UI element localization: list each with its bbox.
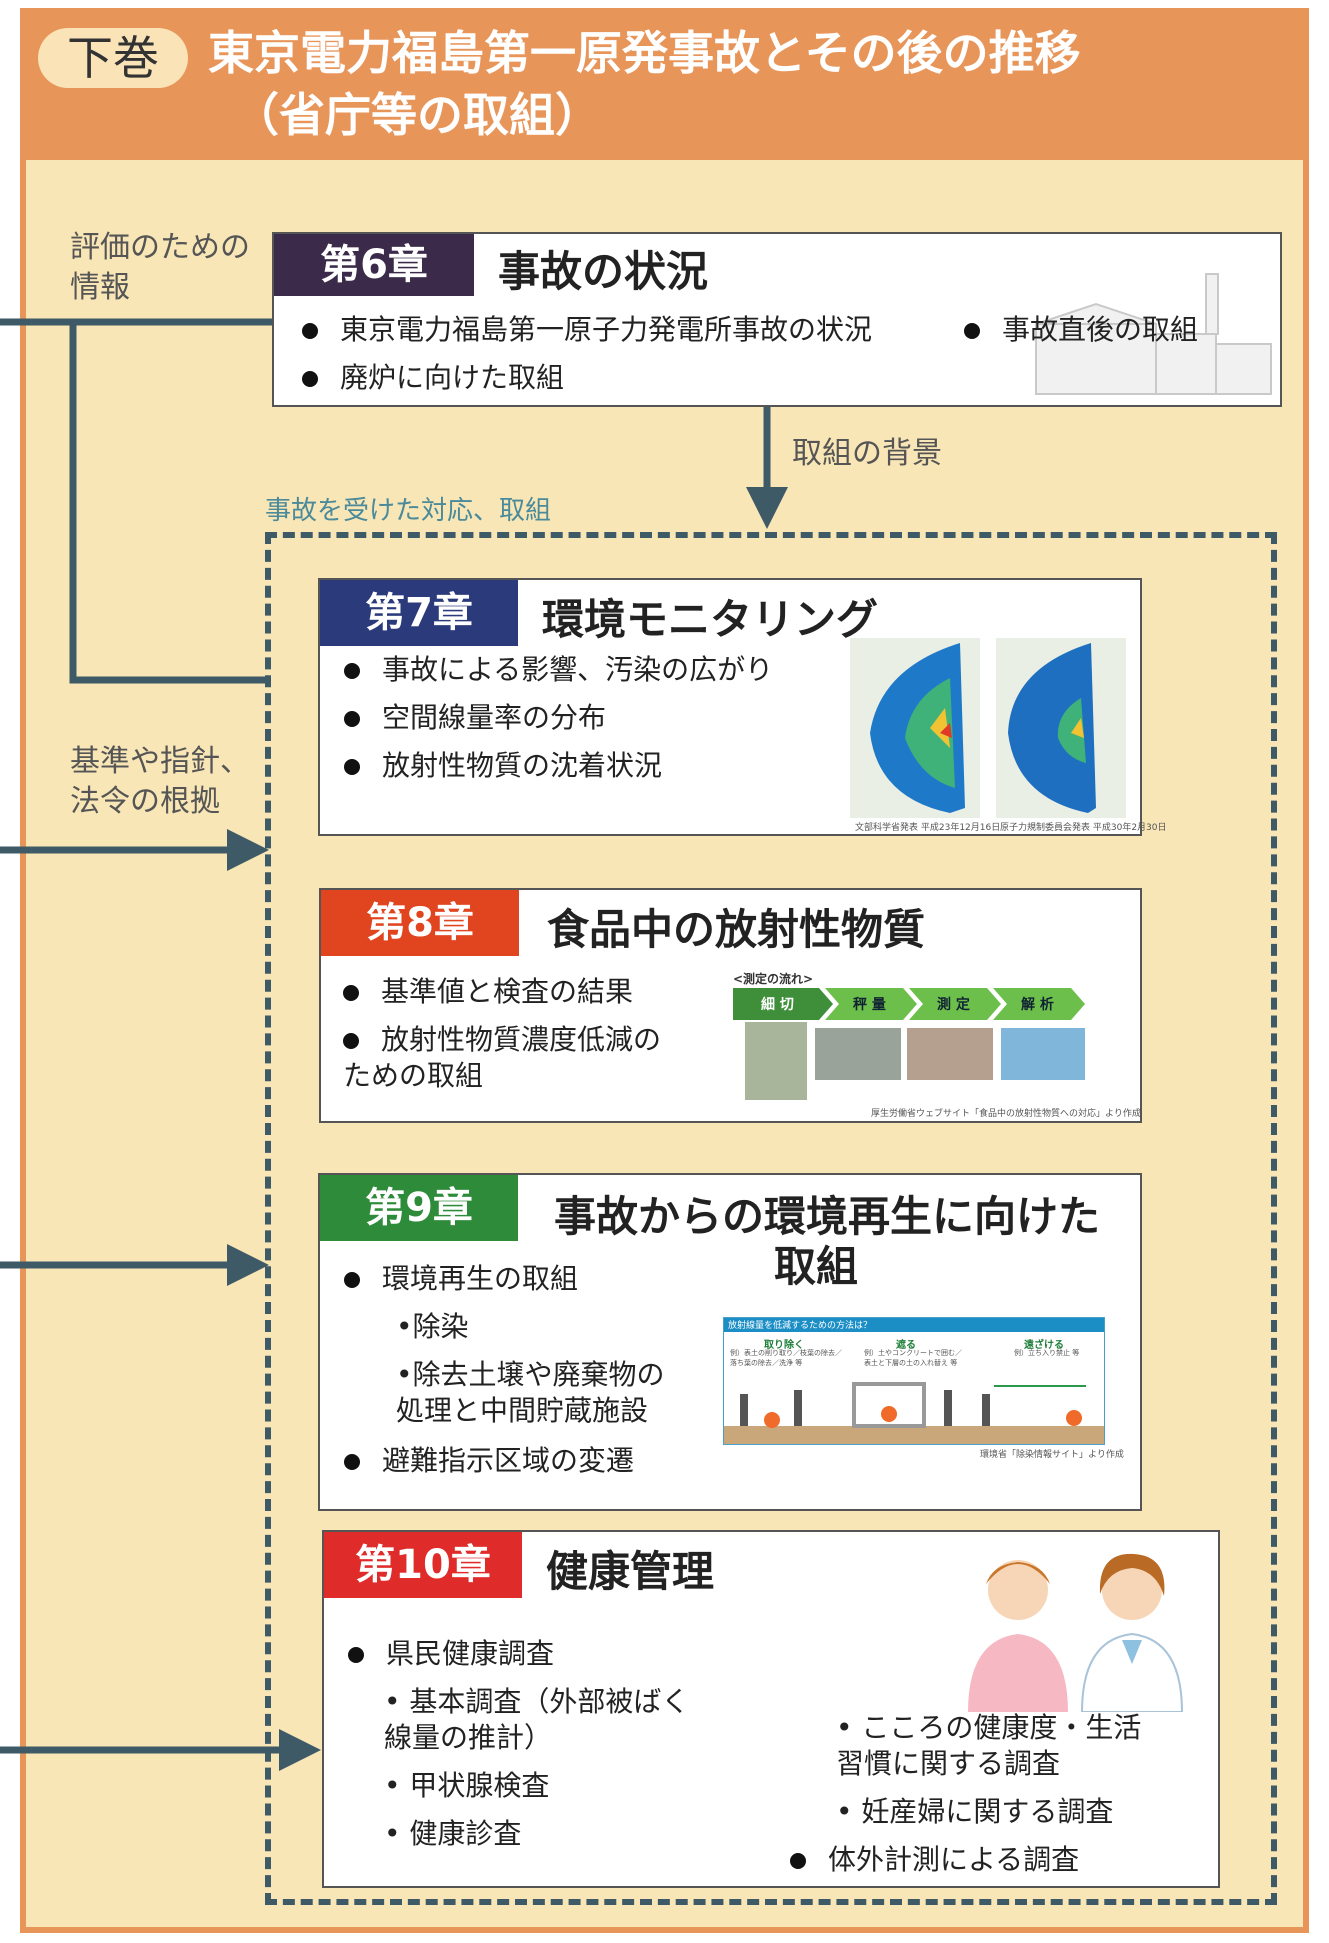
response-group-label: 事故を受けた対応、取組 (265, 496, 552, 526)
chapter-10-bullet: 県民健康調査 (348, 1636, 554, 1672)
map-caption-2: 原子力規制委員会発表 平成30年2月30日 (1000, 823, 1167, 833)
chapter-6-bullet: 廃炉に向けた取組 (302, 360, 564, 396)
chapter-10-tab: 第10章 (324, 1532, 522, 1598)
label-standards-basis: 基準や指針、 法令の根拠 (70, 744, 250, 819)
chapter-7-card: 第7章 環境モニタリング 事故による影響、汚染の広がり 空間線量率の分布 放射性… (318, 578, 1167, 836)
chapter-7-tab: 第7章 (320, 580, 518, 646)
chapter-8-bullet: 基準値と検査の結果 (343, 974, 633, 1010)
bullet-dot (344, 663, 360, 679)
bullet-dot (344, 1454, 360, 1470)
chapter-8-tab: 第8章 (321, 890, 519, 956)
chapter-10-sub-item: • こころの健康度・生活 習慣に関する調査 (836, 1711, 1142, 1780)
chapter-6-bullet: 事故直後の取組 (964, 312, 1198, 348)
bullet-dot (343, 985, 359, 1001)
map-caption-1: 文部科学省発表 平成23年12月16日 (855, 823, 1001, 833)
decontamination-illustration (724, 1382, 1104, 1444)
evaluation-branch-line (69, 322, 265, 684)
bullet-text: 放射性物質濃度低減の ための取組 (343, 1023, 662, 1092)
page-title: 東京電力福島第一原発事故とその後の推移 （省庁等の取組） (208, 24, 1081, 142)
chapter-10-card: 第10章 健康管理 県民健康調査 • 基本調査（外部被ばく 線量の推計） • 甲… (322, 1530, 1220, 1888)
chapter-10-title: 健康管理 (546, 1547, 715, 1596)
bullet-text: 空間線量率の分布 (382, 701, 607, 734)
measurement-flow (733, 988, 1085, 1020)
chapter-8-bullet: 放射性物質濃度低減の ための取組 (343, 1022, 661, 1094)
chapter-10-sub-item: • 甲状腺検査 (384, 1769, 550, 1802)
method-shield: 遮る (896, 1340, 916, 1351)
decontamination-figure: 放射線量を低減するための方法は？ 取り除く 遮る 遠ざける 例）表土の削り取り／… (723, 1317, 1105, 1445)
flow-step: 測 定 (937, 997, 970, 1013)
photo-weighing (815, 1028, 901, 1080)
method-distance: 遠ざける (1024, 1340, 1064, 1351)
chapter-9-bullet: 環境再生の取組 (344, 1261, 578, 1297)
flow-title: <測定の流れ> (733, 972, 814, 986)
method-note: 例）土やコンクリートで囲む／ 表土と下層の土の入れ替え 等 (864, 1349, 962, 1367)
bullet-text: 環境再生の取組 (382, 1262, 579, 1295)
page-title-line2: （省庁等の取組） (233, 88, 601, 142)
bullet-text: 事故による影響、汚染の広がり (382, 653, 774, 686)
chapter-9-sub-item: •除去土壌や廃棄物の 処理と中間貯蔵施設 (396, 1358, 665, 1427)
bullet-dot (344, 1272, 360, 1288)
chapter-9-bullet: 避難指示区域の変遷 (344, 1443, 634, 1479)
power-plant-illustration (1035, 273, 1272, 395)
bullet-dot (344, 711, 360, 727)
chapter-9-tab: 第9章 (320, 1175, 518, 1241)
chapter-8-card: 第8章 食品中の放射性物質 基準値と検査の結果 放射性物質濃度低減の ための取組… (319, 888, 1142, 1123)
chapter-6-bullet: 東京電力福島第一原子力発電所事故の状況 (302, 312, 872, 348)
chapter-8-source: 厚生労働省ウェブサイト「食品中の放射性物質への対応」より作成 (871, 1109, 1141, 1119)
volume-badge: 下巻 (38, 28, 188, 88)
chapter-6-tab: 第6章 (274, 234, 474, 296)
background-label: 取組の背景 (792, 436, 942, 471)
chapter-6-card: 第6章 事故の状況 東京電力福島第一原子力発電所事故の状況 事故直後の取組 廃炉… (272, 232, 1282, 407)
bullet-text: 放射性物質の沈着状況 (382, 749, 663, 782)
bullet-dot (343, 1033, 359, 1049)
chapter-7-title: 環境モニタリング (542, 595, 879, 644)
bullet-text: 廃炉に向けた取組 (340, 361, 565, 394)
flow-step: 解 析 (1021, 997, 1054, 1013)
chapter-9-title-line1: 事故からの環境再生に向けた (554, 1192, 1101, 1241)
chapter-6-title: 事故の状況 (498, 247, 709, 296)
bullet-dot (348, 1647, 364, 1663)
page-title-line1: 東京電力福島第一原発事故とその後の推移 (208, 26, 1081, 80)
chapter-9-card: 第9章 事故からの環境再生に向けた 取組 環境再生の取組 •除染 •除去土壌や廃… (318, 1173, 1142, 1511)
response-group-box (265, 532, 1277, 1905)
bullet-dot (790, 1853, 806, 1869)
bullet-dot (302, 371, 318, 387)
chapter-9-source: 環境省「除染情報サイト」より作成 (980, 1450, 1124, 1460)
chapter-10-bullet: 体外計測による調査 (790, 1842, 1079, 1878)
bullet-text: 事故直後の取組 (1002, 313, 1199, 346)
chapter-7-bullet: 放射性物質の沈着状況 (344, 748, 662, 784)
chapter-10-sub-item: • 健康診査 (384, 1817, 522, 1850)
flow-step: 細 切 (761, 997, 794, 1013)
flow-step: 秤 量 (853, 997, 886, 1013)
chapter-10-sub-item: • 妊産婦に関する調査 (836, 1795, 1114, 1828)
chapter-7-bullet: 事故による影響、汚染の広がり (344, 652, 773, 688)
label-evaluation-info: 評価のための 情報 (70, 230, 250, 305)
dose-map-2011 (850, 638, 980, 818)
chapter-9-sub-item: •除染 (396, 1310, 469, 1343)
header-band (20, 8, 1309, 160)
bullet-text: 県民健康調査 (386, 1637, 555, 1670)
figure-title: 放射線量を低減するための方法は？ (724, 1318, 1104, 1332)
chapter-7-bullet: 空間線量率の分布 (344, 700, 606, 736)
chapter-10-sub-item: • 基本調査（外部被ばく 線量の推計） (384, 1685, 690, 1754)
bullet-text: 体外計測による調査 (828, 1843, 1080, 1876)
chapter-9-title-line2: 取組 (774, 1242, 859, 1291)
bullet-text: 基準値と検査の結果 (381, 975, 634, 1008)
photo-measuring (907, 1028, 993, 1080)
chapter-8-title: 食品中の放射性物質 (547, 905, 926, 954)
health-consultation-illustration (968, 1553, 1184, 1712)
bullet-text: 東京電力福島第一原子力発電所事故の状況 (340, 313, 873, 346)
bullet-dot (964, 323, 980, 339)
method-note: 例）立ち入り禁止 等 (1014, 1349, 1080, 1357)
method-remove: 取り除く (764, 1340, 804, 1351)
method-note: 例）表土の削り取り／枝葉の除去／ 落ち葉の除去／洗浄 等 (730, 1349, 842, 1367)
bullet-dot (344, 759, 360, 775)
bullet-dot (302, 323, 318, 339)
photo-cutting (745, 1022, 807, 1100)
photo-analysis (1001, 1028, 1085, 1080)
bullet-text: 避難指示区域の変遷 (382, 1444, 635, 1477)
dose-map-2018 (996, 638, 1126, 818)
